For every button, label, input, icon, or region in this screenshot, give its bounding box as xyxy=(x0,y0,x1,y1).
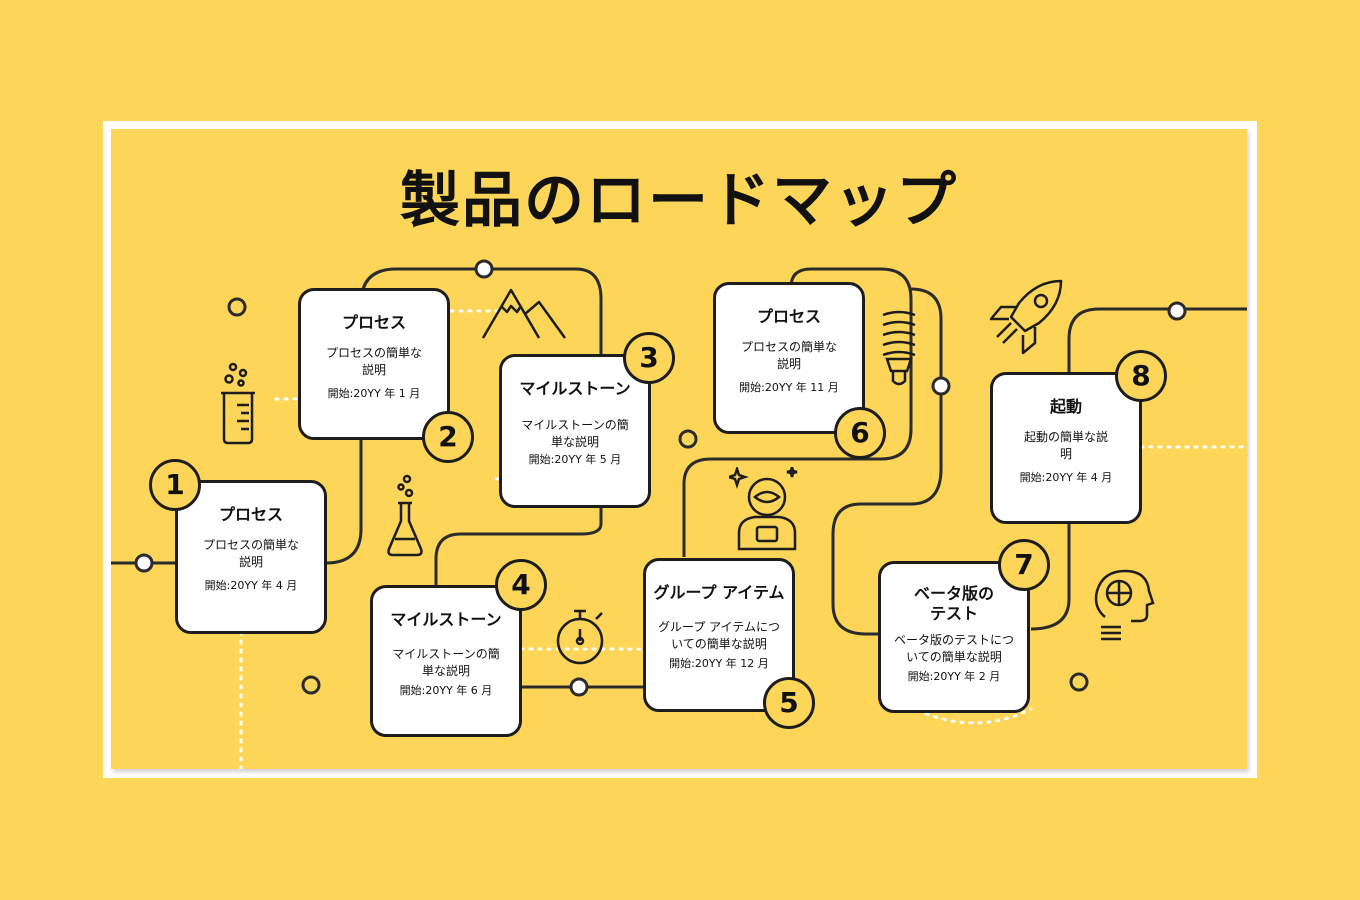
card-date: 開始:20YY 年 5 月 xyxy=(528,453,622,466)
card-date: 開始:20YY 年 12 月 xyxy=(669,657,769,670)
card-description: プロセスの簡単な説明 xyxy=(740,340,837,371)
step-badge-5: 5 xyxy=(763,677,815,729)
flask-icon xyxy=(387,474,423,557)
ring-3 xyxy=(301,675,321,695)
card-date: 開始:20YY 年 11 月 xyxy=(739,381,839,394)
node-right xyxy=(1167,301,1187,321)
card-title: マイルストーン xyxy=(390,610,502,629)
card-date: 開始:20YY 年 4 月 xyxy=(204,579,298,592)
track-3 xyxy=(434,504,603,587)
track-2 xyxy=(325,267,603,565)
step-badge-7: 7 xyxy=(998,539,1050,591)
card-description: プロセスの簡単な説明 xyxy=(202,538,299,569)
step-badge-3: 3 xyxy=(623,332,675,384)
track-7 xyxy=(1030,307,1247,631)
step-badge-8: 8 xyxy=(1115,350,1167,402)
dotted-path-bottom-right xyxy=(924,707,1033,725)
card-title: グループ アイテム xyxy=(653,583,785,602)
roadmap-card-3: マイルストーン マイルストーンの簡単な説明 開始:20YY 年 5 月 xyxy=(499,354,651,508)
card-description: ベータ版のテストについての簡単な説明 xyxy=(893,633,1014,664)
card-title: プロセス xyxy=(218,505,283,524)
ring-2 xyxy=(678,429,698,449)
page-title: 製品のロードマップ xyxy=(400,166,958,236)
stopwatch-icon xyxy=(556,609,604,665)
track-5 xyxy=(682,267,913,557)
step-badge-6: 6 xyxy=(834,407,886,459)
card-description: 起動の簡単な説明 xyxy=(1023,430,1108,461)
card-title: プロセス xyxy=(341,313,406,332)
roadmap-card-4: マイルストーン マイルストーンの簡単な説明 開始:20YY 年 6 月 xyxy=(370,585,522,737)
card-title: マイルストーン xyxy=(519,379,631,398)
mountain-icon xyxy=(481,288,567,339)
node-bottom-mid xyxy=(569,677,589,697)
card-title: ベータ版のテスト xyxy=(913,584,994,623)
track-6 xyxy=(831,287,943,636)
card-date: 開始:20YY 年 6 月 xyxy=(399,684,493,697)
roadmap-paths xyxy=(111,259,1247,769)
node-top xyxy=(474,259,494,279)
roadmap-card-1: プロセス プロセスの簡単な説明 開始:20YY 年 4 月 xyxy=(175,480,327,634)
roadmap-card-6: プロセス プロセスの簡単な説明 開始:20YY 年 11 月 xyxy=(713,282,865,434)
roadmap-card-8: 起動 起動の簡単な説明 開始:20YY 年 4 月 xyxy=(990,372,1142,524)
rocket-icon xyxy=(989,279,1063,355)
card-description: マイルストーンの簡単な説明 xyxy=(392,647,500,678)
ring-1 xyxy=(227,297,247,317)
card-description: プロセスの簡単な説明 xyxy=(325,346,422,377)
card-title: プロセス xyxy=(756,307,821,326)
card-description: マイルストーンの簡単な説明 xyxy=(521,418,629,449)
head-brain-icon xyxy=(1094,569,1155,641)
card-title: 起動 xyxy=(1049,397,1082,416)
beaker-icon xyxy=(221,362,255,445)
step-badge-1: 1 xyxy=(149,459,201,511)
node-left xyxy=(134,553,154,573)
card-description: グループ アイテムについての簡単な説明 xyxy=(658,620,780,651)
roadmap-card-2: プロセス プロセスの簡単な説明 開始:20YY 年 1 月 xyxy=(298,288,450,440)
card-date: 開始:20YY 年 2 月 xyxy=(907,670,1001,683)
card-date: 開始:20YY 年 4 月 xyxy=(1019,471,1113,484)
astronaut-icon xyxy=(729,467,798,551)
roadmap-card-7: ベータ版のテスト ベータ版のテストについての簡単な説明 開始:20YY 年 2 … xyxy=(878,561,1030,713)
card-date: 開始:20YY 年 1 月 xyxy=(327,387,421,400)
lightbulb-icon xyxy=(882,310,916,386)
node-right-top xyxy=(931,376,951,396)
step-badge-4: 4 xyxy=(495,559,547,611)
slide: 製品のロードマップ プロセス プロセスの簡単な説明 開始:20YY 年 4 月 … xyxy=(111,129,1247,769)
ring-4 xyxy=(1069,672,1089,692)
step-badge-2: 2 xyxy=(422,411,474,463)
